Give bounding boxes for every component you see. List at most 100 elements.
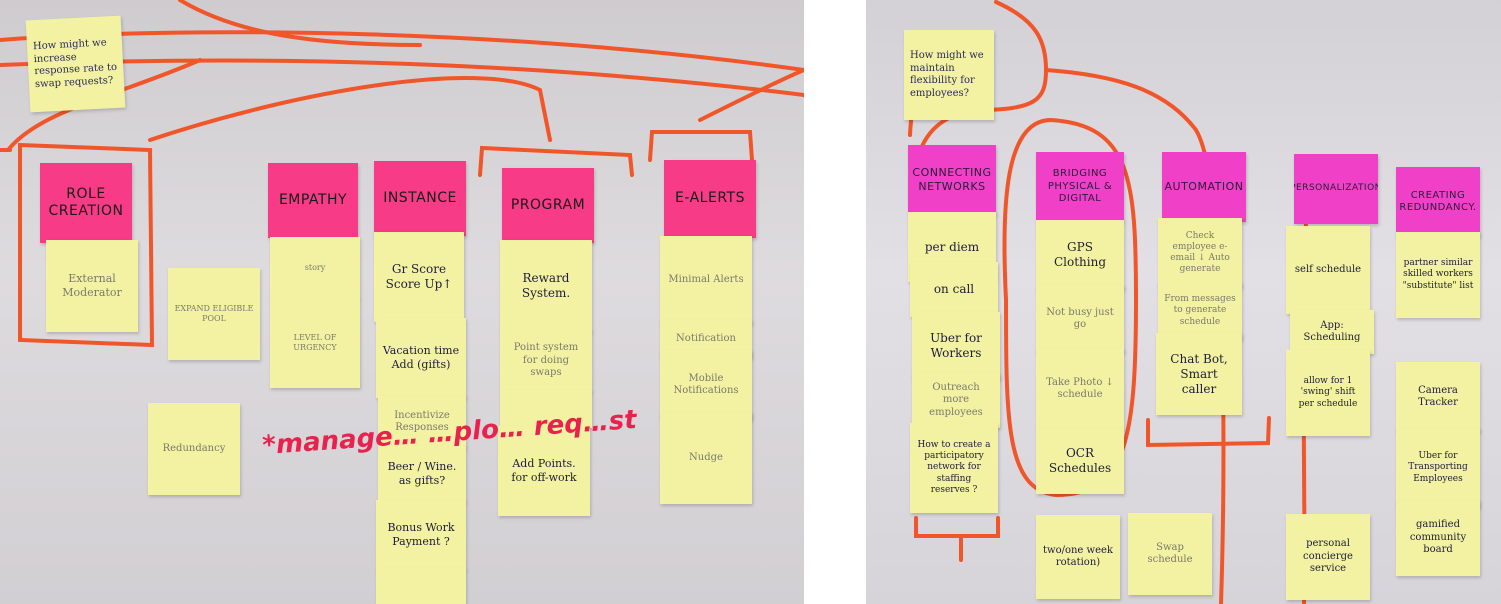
note-bridge-3-text: Take Photo ↓ schedule	[1046, 376, 1114, 401]
header-instance: INSTANCE	[374, 161, 466, 236]
note-bridge-1: GPS Clothing	[1036, 220, 1124, 290]
note-auto-1: Check employee e-email ↓ Auto generate	[1158, 218, 1242, 288]
note-ealerts-3: Mobile Notifications	[660, 350, 752, 420]
header-personalization: PERSONALIZATION	[1294, 154, 1378, 224]
note-program-1-text: Reward System.	[521, 271, 571, 300]
note-pers-2-text: App: Scheduling	[1303, 319, 1361, 344]
note-empathy-1: story	[270, 237, 360, 299]
note-ealerts-1-text: Minimal Alerts	[668, 273, 744, 285]
note-redundancy-text: Redundancy	[162, 442, 226, 454]
question-note: How might we increase response rate to s…	[25, 15, 126, 113]
header-redundancy-text: CREATING REDUNDANCY.	[1399, 189, 1477, 214]
note-instance-2: Vacation time Add (gifts)	[376, 318, 466, 398]
note-pers-1-text: self schedule	[1294, 263, 1362, 275]
header-program-text: PROGRAM	[510, 196, 586, 213]
header-program: PROGRAM	[502, 168, 594, 243]
note-redundancy: Redundancy	[148, 403, 240, 495]
header-automation: AUTOMATION	[1162, 152, 1246, 222]
note-empathy-2-text: LEVEL OF URGENCY	[293, 333, 337, 352]
note-ealerts-4: Nudge	[660, 412, 752, 504]
note-instance-5: Bonus Work Payment ?	[376, 500, 466, 570]
note-program-3	[500, 390, 592, 428]
note-conn-6: two/one week rotation)	[1036, 515, 1120, 599]
note-bridge-5: Swap schedule	[1128, 513, 1212, 595]
note-empathy-2: LEVEL OF URGENCY	[270, 298, 360, 388]
note-bridge-2-text: Not busy just go	[1046, 306, 1114, 331]
header-ealerts-text: E-ALERTS	[675, 190, 745, 207]
note-auto-3: Chat Bot, Smart caller	[1156, 333, 1242, 415]
note-ealerts-1: Minimal Alerts	[660, 236, 752, 324]
note-role-1-text: External Moderator	[62, 272, 122, 299]
note-pers-1: self schedule	[1286, 226, 1370, 314]
note-conn-6-text: two/one week rotation)	[1043, 544, 1113, 569]
note-red-4-text: gamified community board	[1409, 519, 1467, 556]
note-conn-3-text: Uber for Workers	[930, 331, 982, 360]
note-program-1: Reward System.	[500, 240, 592, 332]
header-role-text: ROLE CREATION	[48, 185, 124, 220]
note-ealerts-4-text: Nudge	[689, 451, 723, 463]
note-conn-2-text: on call	[933, 282, 975, 296]
note-conn-5: How to create a participatory network fo…	[910, 423, 998, 513]
header-role-creation: ROLE CREATION	[40, 163, 132, 243]
note-pers-4: personal concierge service	[1286, 514, 1370, 600]
header-bridging: BRIDGING PHYSICAL & DIGITAL	[1036, 152, 1124, 222]
note-conn-5-text: How to create a participatory network fo…	[917, 439, 991, 495]
header-empathy: EMPATHY	[268, 163, 358, 238]
note-conn-2: on call	[910, 262, 998, 317]
header-connecting-text: CONNECTING NETWORKS	[912, 166, 992, 193]
note-empathy-1-text: story	[304, 263, 326, 272]
header-creating-redundancy: CREATING REDUNDANCY.	[1396, 167, 1480, 237]
question-text: How might we increase response rate to s…	[32, 37, 118, 90]
note-instance-3-text: Incentivize Responses	[394, 409, 450, 434]
note-red-2: Camera Tracker	[1396, 362, 1480, 432]
note-bridge-1-text: GPS Clothing	[1053, 240, 1107, 269]
note-program-4-text: Add Points. for off-work	[511, 457, 577, 484]
note-instance-4-text: Beer / Wine. as gifts?	[387, 460, 457, 487]
note-ealerts-3-text: Mobile Notifications	[673, 372, 739, 397]
header-empathy-text: EMPATHY	[278, 191, 348, 208]
question-note: How might we maintain flexibility for em…	[904, 30, 994, 120]
note-ealerts-2-text: Notification	[676, 332, 736, 344]
note-role-1: External Moderator	[46, 240, 138, 332]
whiteboard-photo-right: How might we maintain flexibility for em…	[866, 0, 1501, 604]
note-auto-2-text: From messages to generate schedule	[1164, 294, 1236, 327]
note-conn-4: Outreach more employees	[912, 373, 1000, 428]
note-program-2-text: Point system for doing swaps	[513, 342, 579, 379]
note-bridge-2: Not busy just go	[1036, 285, 1124, 353]
note-instance-5-text: Bonus Work Payment ?	[387, 521, 455, 548]
note-expand-text: EXPAND ELIGIBLE POOL	[174, 304, 254, 323]
header-ealerts: E-ALERTS	[664, 160, 756, 238]
note-conn-3: Uber for Workers	[912, 312, 1000, 380]
whiteboard-photo-left: How might we increase response rate to s…	[0, 0, 804, 604]
note-instance-2-text: Vacation time Add (gifts)	[382, 344, 460, 371]
note-instance-3: Incentivize Responses	[378, 396, 466, 448]
note-instance-1: Gr Score Score Up↑	[374, 232, 464, 322]
note-conn-4-text: Outreach more employees	[929, 381, 983, 418]
note-auto-1-text: Check employee e-email ↓ Auto generate	[1170, 230, 1230, 275]
note-red-2-text: Camera Tracker	[1418, 384, 1458, 409]
header-connecting-networks: CONNECTING NETWORKS	[908, 145, 996, 215]
note-pers-4-text: personal concierge service	[1303, 538, 1353, 575]
note-auto-3-text: Chat Bot, Smart caller	[1170, 351, 1228, 396]
note-red-3: Uber for Transporting Employees	[1396, 428, 1480, 508]
header-automation-text: AUTOMATION	[1164, 180, 1244, 194]
note-instance-6	[376, 568, 466, 604]
note-instance-4: Beer / Wine. as gifts?	[378, 446, 466, 502]
note-instance-1-text: Gr Score Score Up↑	[385, 262, 453, 291]
note-bridge-4: OCR Schedules	[1036, 428, 1124, 494]
question-text: How might we maintain flexibility for em…	[910, 50, 984, 99]
note-red-1-text: partner similar skilled workers "substit…	[1402, 258, 1474, 291]
note-red-1: partner similar skilled workers "substit…	[1396, 232, 1480, 318]
note-conn-1-text: per diem	[924, 239, 980, 254]
note-red-4: gamified community board	[1396, 500, 1480, 576]
header-instance-text: INSTANCE	[383, 189, 457, 206]
note-program-2: Point system for doing swaps	[500, 330, 592, 392]
note-bridge-3: Take Photo ↓ schedule	[1036, 348, 1124, 430]
note-program-4: Add Points. for off-work	[498, 426, 590, 516]
note-auto-2: From messages to generate schedule	[1158, 282, 1242, 340]
note-pers-3: allow for 1 'swing' shift per schedule	[1286, 350, 1370, 436]
note-bridge-4-text: OCR Schedules	[1048, 446, 1112, 475]
note-bridge-5-text: Swap schedule	[1147, 541, 1193, 566]
note-pers-3-text: allow for 1 'swing' shift per schedule	[1298, 376, 1358, 409]
note-red-3-text: Uber for Transporting Employees	[1408, 451, 1468, 484]
